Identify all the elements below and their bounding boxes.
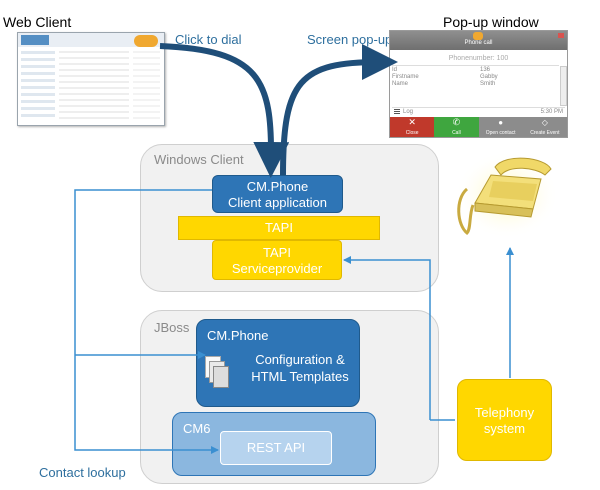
call-button-label: Call [452, 130, 461, 136]
cm-phone-client-app: CM.Phone Client application [212, 175, 343, 213]
x-icon: ✕ [408, 117, 416, 127]
popup-header-text: Phone call [464, 40, 493, 46]
popup-call-button[interactable]: ✆ Call [434, 117, 479, 137]
tag-icon: ◇ [541, 118, 548, 127]
field-value: 136 [480, 67, 491, 73]
click-to-dial-label: Click to dial [175, 32, 242, 47]
popup-header: Phone call [390, 31, 567, 50]
field-value: Gabby [480, 74, 498, 80]
rest-api-box: REST API [220, 431, 332, 465]
popup-create-event-button[interactable]: ◇ Create Event [522, 117, 567, 137]
telephony-system-box: Telephony system [457, 379, 552, 461]
web-client-content [59, 51, 129, 121]
web-client-title: Web Client [3, 14, 72, 30]
log-icon [394, 109, 400, 114]
popup-phonenumber: Phonenumber: 100 [448, 55, 509, 62]
cm6-label: CM6 [183, 421, 211, 436]
popup-scrollbar[interactable] [560, 66, 567, 106]
config-templates-label: Configuration & HTML Templates [251, 352, 349, 384]
create-event-label: Create Event [530, 130, 560, 136]
field-label: Id [392, 67, 398, 73]
popup-button-bar: ✕ Close ✆ Call ● Open contact ◇ Create E… [390, 117, 567, 137]
field-label: Firstname [392, 74, 419, 80]
close-icon[interactable] [558, 33, 564, 38]
call-icon: ✆ [452, 117, 461, 127]
close-button-label: Close [405, 130, 419, 136]
popup-window: Phone call Phonenumber: 100 Id 136 First… [389, 30, 568, 138]
telephone-icon [455, 151, 559, 239]
web-client-sidebar [21, 51, 55, 121]
web-client-badge [134, 35, 158, 47]
web-client-header [18, 33, 164, 47]
popup-log-row: Log 5:30 PM [392, 107, 565, 117]
tapi-box: TAPI [178, 216, 380, 240]
jboss-label: JBoss [154, 320, 190, 335]
field-label: Name [392, 81, 409, 87]
contact-icon: ● [498, 118, 504, 127]
tapi-serviceprovider-box: TAPI Serviceprovider [212, 240, 342, 280]
web-client-logo [21, 35, 49, 45]
field-value: Smith [480, 81, 496, 87]
cm-phone-title: CM.Phone [207, 328, 269, 343]
popup-fields: Id 136 Firstname Gabby Name Smith [392, 65, 559, 106]
popup-time: 5:30 PM [540, 109, 563, 115]
web-client-panel [133, 51, 160, 121]
popup-close-button[interactable]: ✕ Close [390, 117, 435, 137]
windows-client-label: Windows Client [154, 152, 244, 167]
cm-phone-server-box: CM.Phone Configuration & HTML Templates [196, 319, 360, 407]
popup-log-label: Log [403, 109, 414, 115]
popup-open-contact-button[interactable]: ● Open contact [478, 117, 523, 137]
web-client-screenshot [17, 32, 165, 126]
phone-icon [473, 32, 483, 40]
contact-lookup-label: Contact lookup [39, 465, 126, 480]
document-stack-icon [205, 356, 229, 398]
screen-popup-label: Screen pop-up [307, 32, 393, 47]
popup-window-title: Pop-up window [443, 14, 539, 30]
click-to-dial-arrow [159, 43, 290, 178]
open-contact-label: Open contact [485, 130, 516, 136]
